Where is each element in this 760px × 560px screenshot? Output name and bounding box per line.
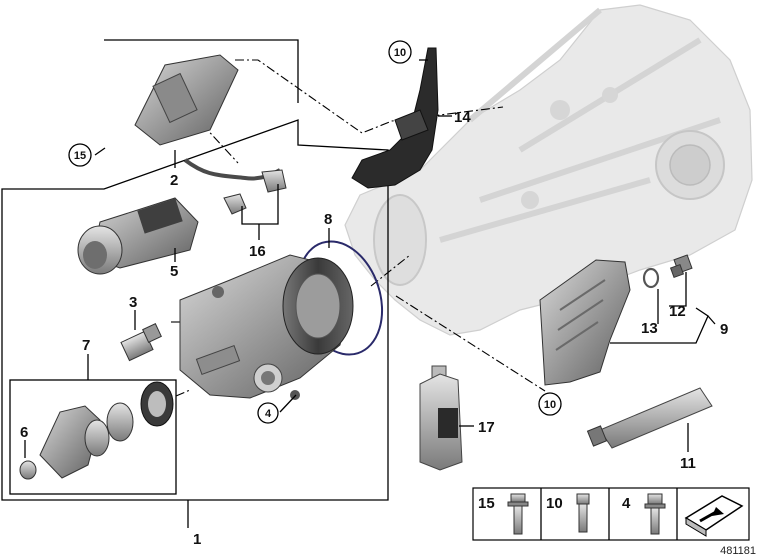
callout-7: 7 [82, 337, 90, 354]
fastener-legend: 15 10 4 [472, 487, 750, 541]
shaft-seal-washer [106, 402, 134, 442]
callout-3: 3 [129, 294, 137, 311]
part-16-clips [223, 169, 287, 215]
part-5-motor [77, 197, 199, 275]
callout-11: 11 [680, 455, 696, 472]
callout-13: 13 [641, 320, 658, 337]
legend-label-10: 10 [546, 495, 563, 512]
callout-14: 14 [454, 109, 471, 126]
part-9-cover [539, 259, 631, 386]
subassembly-frame-7 [9, 379, 177, 495]
part-17-oil-bottle [419, 365, 463, 471]
callout-4: 4 [265, 408, 272, 420]
callout-5: 5 [170, 263, 178, 280]
leader-lines [24, 59, 716, 528]
part-12-plug [669, 254, 693, 279]
callout-6: 6 [20, 424, 28, 441]
clutch-unit [179, 254, 354, 400]
callout-8: 8 [324, 211, 332, 228]
callout-10-top: 10 [394, 47, 406, 59]
callout-9: 9 [720, 321, 728, 338]
part-2-actuator [134, 54, 282, 181]
callout-17: 17 [478, 419, 495, 436]
callout-12: 12 [669, 303, 686, 320]
legend-label-15: 15 [478, 495, 495, 512]
washer-shim-icon [684, 495, 744, 537]
bolt-with-collar-icon [507, 493, 529, 535]
callout-2: 2 [170, 172, 178, 189]
callout-1: 1 [193, 531, 201, 548]
reference-number: 481181 [720, 545, 756, 557]
assembly-frame-1 [1, 39, 389, 501]
legend-label-4: 4 [622, 495, 631, 512]
callout-10-bottom: 10 [544, 399, 556, 411]
part-14-bracket [351, 47, 439, 189]
screw-icon [576, 493, 590, 533]
shaft-seal-ring [140, 381, 174, 427]
hex-flange-bolt-icon [644, 493, 666, 535]
part-11-grease-tube [586, 387, 713, 449]
part-6-flange [19, 405, 110, 480]
differential-housing-ghost [344, 4, 753, 336]
callout-15: 15 [74, 150, 86, 162]
callout-16: 16 [249, 243, 266, 260]
part-3-plug [120, 323, 162, 362]
part-13-washer [642, 267, 660, 289]
callouts: 1 2 3 5 6 7 8 9 11 12 13 14 16 17 4 10 1… [20, 40, 728, 548]
